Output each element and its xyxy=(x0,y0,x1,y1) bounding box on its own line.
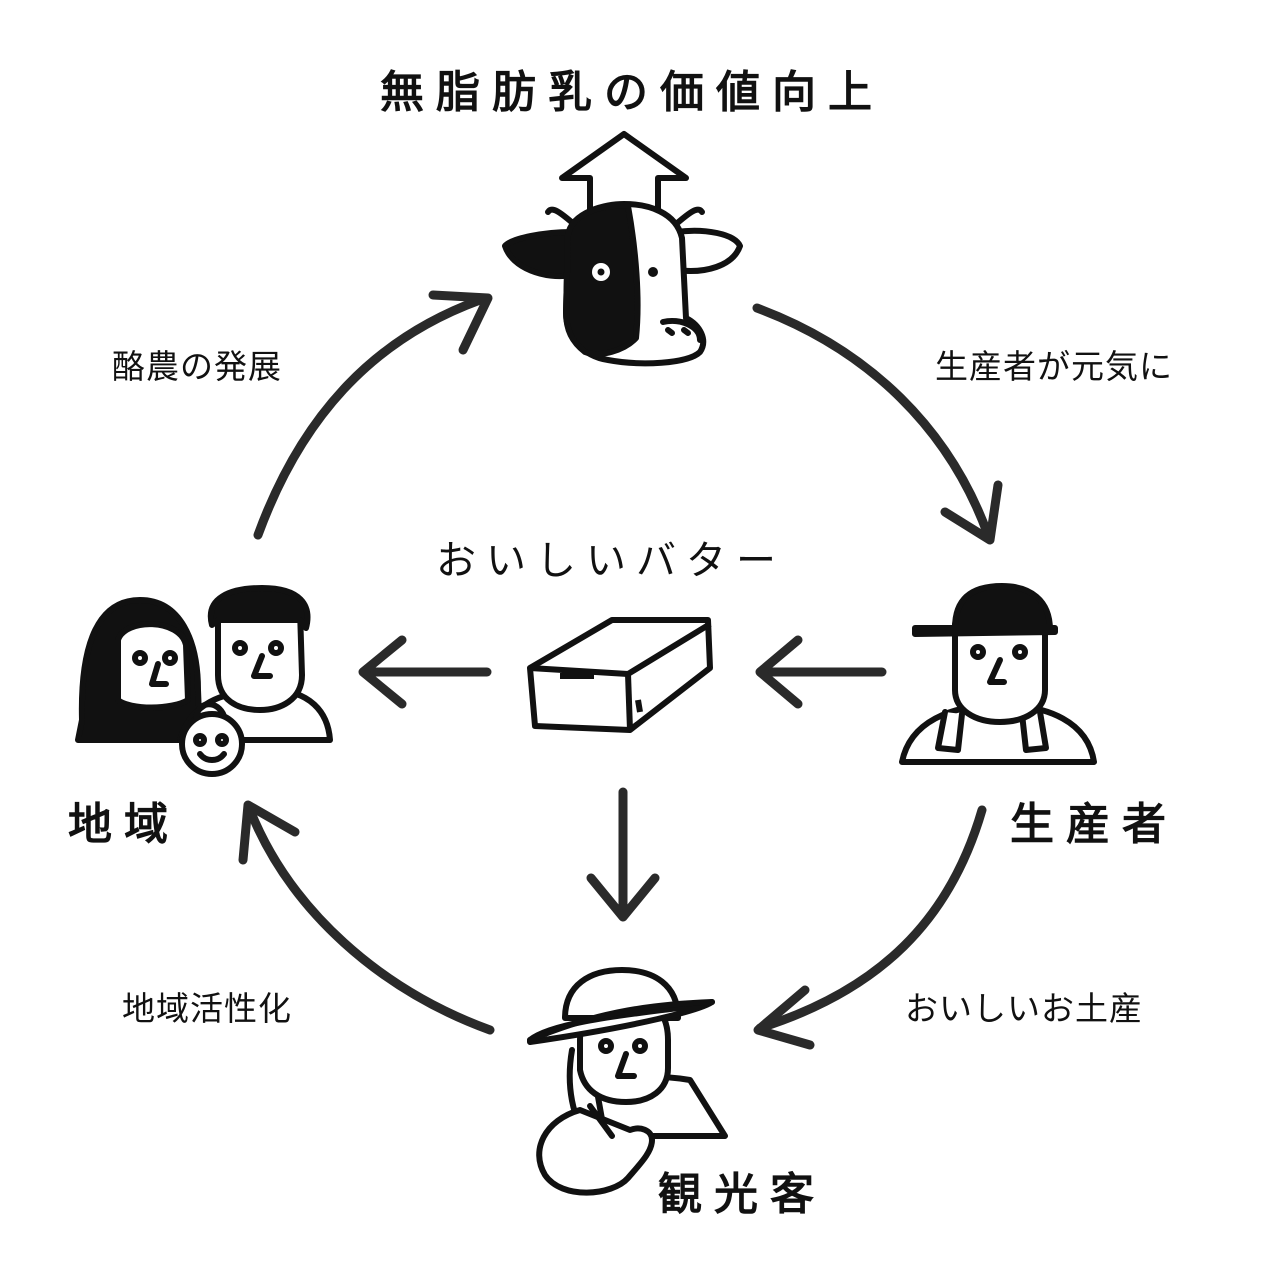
edge-label-dairy-development: 酪農の発展 xyxy=(112,347,282,386)
edge-label-regional-revitalization: 地域活性化 xyxy=(122,989,292,1028)
cow-icon xyxy=(502,201,743,367)
node-label-tourist: 観光客 xyxy=(658,1169,826,1220)
edge-label-tasty-souvenir: おいしいお土産 xyxy=(905,989,1143,1028)
family-icon xyxy=(75,585,333,777)
edge-label-producers-energized: 生産者が元気に xyxy=(935,347,1173,386)
node-label-region: 地域 xyxy=(68,799,180,850)
arrow-butter-to-region xyxy=(358,635,492,709)
arrow-butter-to-tourist xyxy=(586,787,660,922)
tourist-icon xyxy=(527,967,728,1196)
producer-icon xyxy=(899,583,1097,765)
arrow-tourist-to-region xyxy=(238,800,495,1035)
arrow-region-to-cow xyxy=(253,290,493,540)
butter-icon xyxy=(527,617,713,733)
node-label-milk-value: 無脂肪乳の価値向上 xyxy=(380,67,884,118)
arrow-cow-to-producer xyxy=(752,303,1003,545)
node-label-butter: おいしいバター xyxy=(436,538,786,584)
node-label-producer: 生産者 xyxy=(1010,799,1178,850)
arrow-producer-to-tourist xyxy=(753,805,987,1050)
arrow-producer-to-butter xyxy=(755,635,887,709)
